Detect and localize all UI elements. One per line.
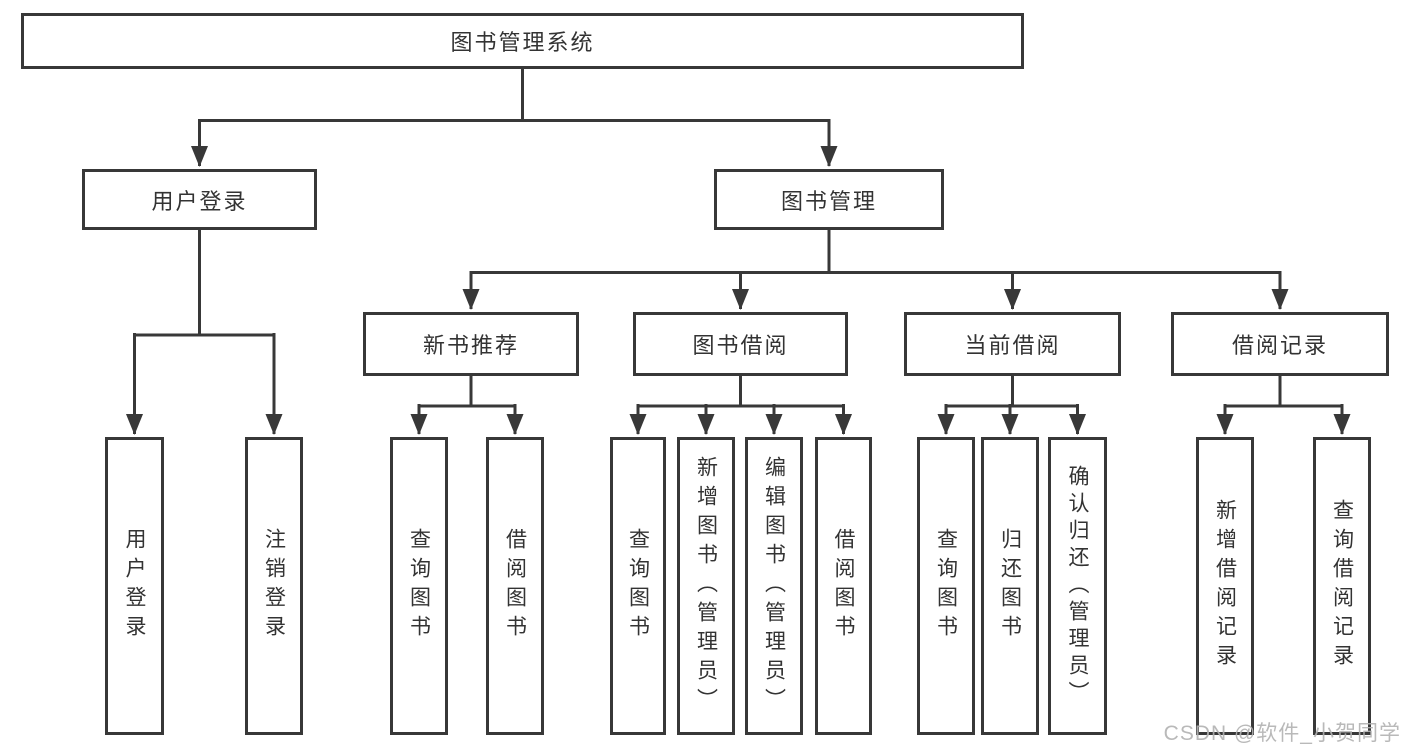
node-user-login-label: 用户登录 (151, 188, 248, 214)
node-current-borrow: 当前借阅 (904, 312, 1121, 376)
connector (946, 375, 1078, 408)
leaf-user-login: 用户登录 (105, 437, 164, 735)
leaf-recommend-query-books: 查询图书 (390, 437, 448, 735)
leaf-records-add-record: 新增借阅记录 (1196, 437, 1254, 735)
leaf-borrow-borrow-books: 借阅图书 (815, 437, 872, 735)
leaf-current-return-books: 归还图书 (981, 437, 1039, 735)
leaf-records-add-record-label: 新增借阅记录 (1213, 499, 1237, 673)
leaf-recommend-borrow-books-label: 借阅图书 (503, 528, 527, 644)
leaf-borrow-query-books-label: 查询图书 (626, 528, 650, 644)
connector (199, 68, 829, 122)
connector (134, 229, 274, 337)
leaf-borrow-add-books-admin-label: 新增图书（管理员） (694, 455, 718, 717)
leaf-current-query-books-label: 查询图书 (934, 528, 958, 644)
leaf-logout: 注销登录 (245, 437, 303, 735)
node-user-login: 用户登录 (82, 169, 317, 230)
leaf-recommend-query-books-label: 查询图书 (407, 528, 431, 644)
leaf-borrow-query-books: 查询图书 (610, 437, 666, 735)
node-book-borrow: 图书借阅 (633, 312, 848, 376)
leaf-records-query-record-label: 查询借阅记录 (1330, 499, 1354, 673)
leaf-current-return-books-label: 归还图书 (998, 528, 1022, 644)
leaf-current-query-books: 查询图书 (917, 437, 975, 735)
connector (471, 229, 1280, 274)
leaf-borrow-add-books-admin: 新增图书（管理员） (677, 437, 735, 735)
node-new-book-recommend: 新书推荐 (363, 312, 579, 376)
leaf-borrow-borrow-books-label: 借阅图书 (832, 528, 855, 644)
leaf-user-login-label: 用户登录 (123, 528, 146, 644)
leaf-logout-label: 注销登录 (262, 528, 286, 644)
node-borrow-records: 借阅记录 (1171, 312, 1389, 376)
node-book-management: 图书管理 (714, 169, 944, 230)
leaf-borrow-edit-books-admin-label: 编辑图书（管理员） (762, 455, 786, 717)
node-library-system: 图书管理系统 (21, 13, 1024, 69)
leaf-borrow-edit-books-admin: 编辑图书（管理员） (745, 437, 803, 735)
connector (1225, 375, 1342, 408)
node-book-management-label: 图书管理 (780, 188, 877, 214)
node-new-book-recommend-label: 新书推荐 (422, 333, 519, 358)
node-book-borrow-label: 图书借阅 (692, 333, 789, 358)
watermark: CSDN @软件_小贺同学 (1163, 722, 1401, 745)
leaf-current-confirm-return-admin-label: 确认归还（管理员） (1066, 464, 1089, 708)
node-borrow-records-label: 借阅记录 (1231, 333, 1328, 358)
leaf-records-query-record: 查询借阅记录 (1313, 437, 1371, 735)
leaf-recommend-borrow-books: 借阅图书 (486, 437, 544, 735)
connector (638, 375, 844, 408)
leaf-current-confirm-return-admin: 确认归还（管理员） (1048, 437, 1107, 735)
connector (419, 375, 515, 408)
node-library-system-label: 图书管理系统 (450, 30, 595, 55)
node-current-borrow-label: 当前借阅 (964, 333, 1061, 358)
